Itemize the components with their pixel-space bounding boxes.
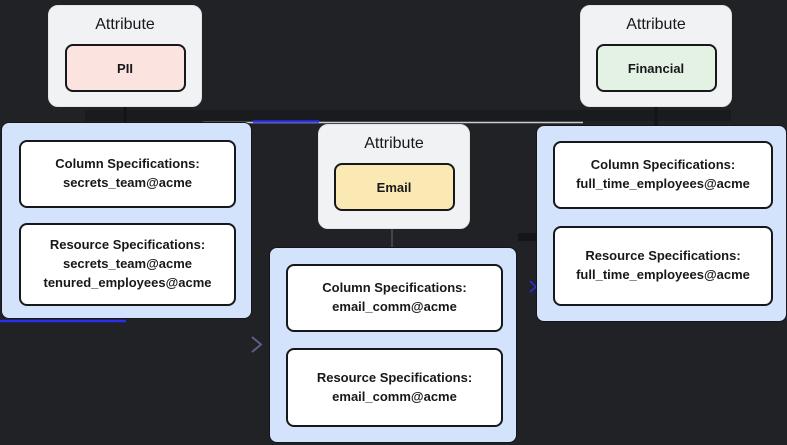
- cluster-email-comm[interactable]: Column Specifications: email_comm@acme R…: [269, 247, 517, 443]
- column-specifications-box-email-comm[interactable]: Column Specifications: email_comm@acme: [286, 264, 503, 332]
- attribute-node-title: Attribute: [364, 135, 424, 152]
- cluster-full-time-employees[interactable]: Column Specifications: full_time_employe…: [536, 125, 787, 322]
- spec-value: email_comm@acme: [332, 388, 457, 404]
- attribute-badge-pii[interactable]: PII: [64, 44, 186, 92]
- edge-middle-right-band: [518, 233, 536, 241]
- attribute-node-pii[interactable]: Attribute PII: [48, 5, 202, 107]
- attribute-node-title: Attribute: [626, 16, 686, 33]
- resource-specifications-box-email-comm[interactable]: Resource Specifications: email_comm@acme: [286, 348, 503, 427]
- resource-specifications-box-secrets-team[interactable]: Resource Specifications: secrets_team@ac…: [19, 223, 236, 306]
- spec-heading: Resource Specifications:: [316, 369, 473, 385]
- spec-value: tenured_employees@acme: [43, 274, 212, 290]
- spec-value: secrets_team@acme: [62, 175, 193, 190]
- attribute-node-email[interactable]: Attribute Email: [318, 124, 470, 229]
- attribute-node-title: Attribute: [95, 16, 155, 33]
- spec-heading: Column Specifications:: [322, 280, 467, 296]
- edge-horizontal-band: [85, 110, 731, 121]
- resource-specifications-box-full-time-employees[interactable]: Resource Specifications: full_time_emplo…: [553, 226, 773, 306]
- spec-heading: Resource Specifications:: [49, 237, 206, 253]
- spec-value: secrets_team@acme: [62, 256, 193, 272]
- column-specifications-box-full-time-employees[interactable]: Column Specifications: full_time_employe…: [553, 141, 773, 209]
- attribute-badge-email[interactable]: Email: [333, 163, 455, 211]
- spec-value: full_time_employees@acme: [576, 176, 750, 191]
- spec-heading: Column Specifications:: [590, 157, 736, 173]
- attribute-node-financial[interactable]: Attribute Financial: [580, 5, 732, 107]
- spec-value: email_comm@acme: [332, 299, 457, 314]
- attribute-badge-financial[interactable]: Financial: [595, 44, 717, 92]
- spec-value: full_time_employees@acme: [576, 267, 750, 282]
- spec-heading: Column Specifications:: [55, 156, 200, 172]
- arrowhead-into-email-cluster-icon: [251, 336, 263, 353]
- column-specifications-box-secrets-team[interactable]: Column Specifications: secrets_team@acme: [19, 140, 236, 208]
- cluster-secrets-team[interactable]: Column Specifications: secrets_team@acme…: [1, 122, 252, 319]
- spec-heading: Resource Specifications:: [585, 248, 741, 264]
